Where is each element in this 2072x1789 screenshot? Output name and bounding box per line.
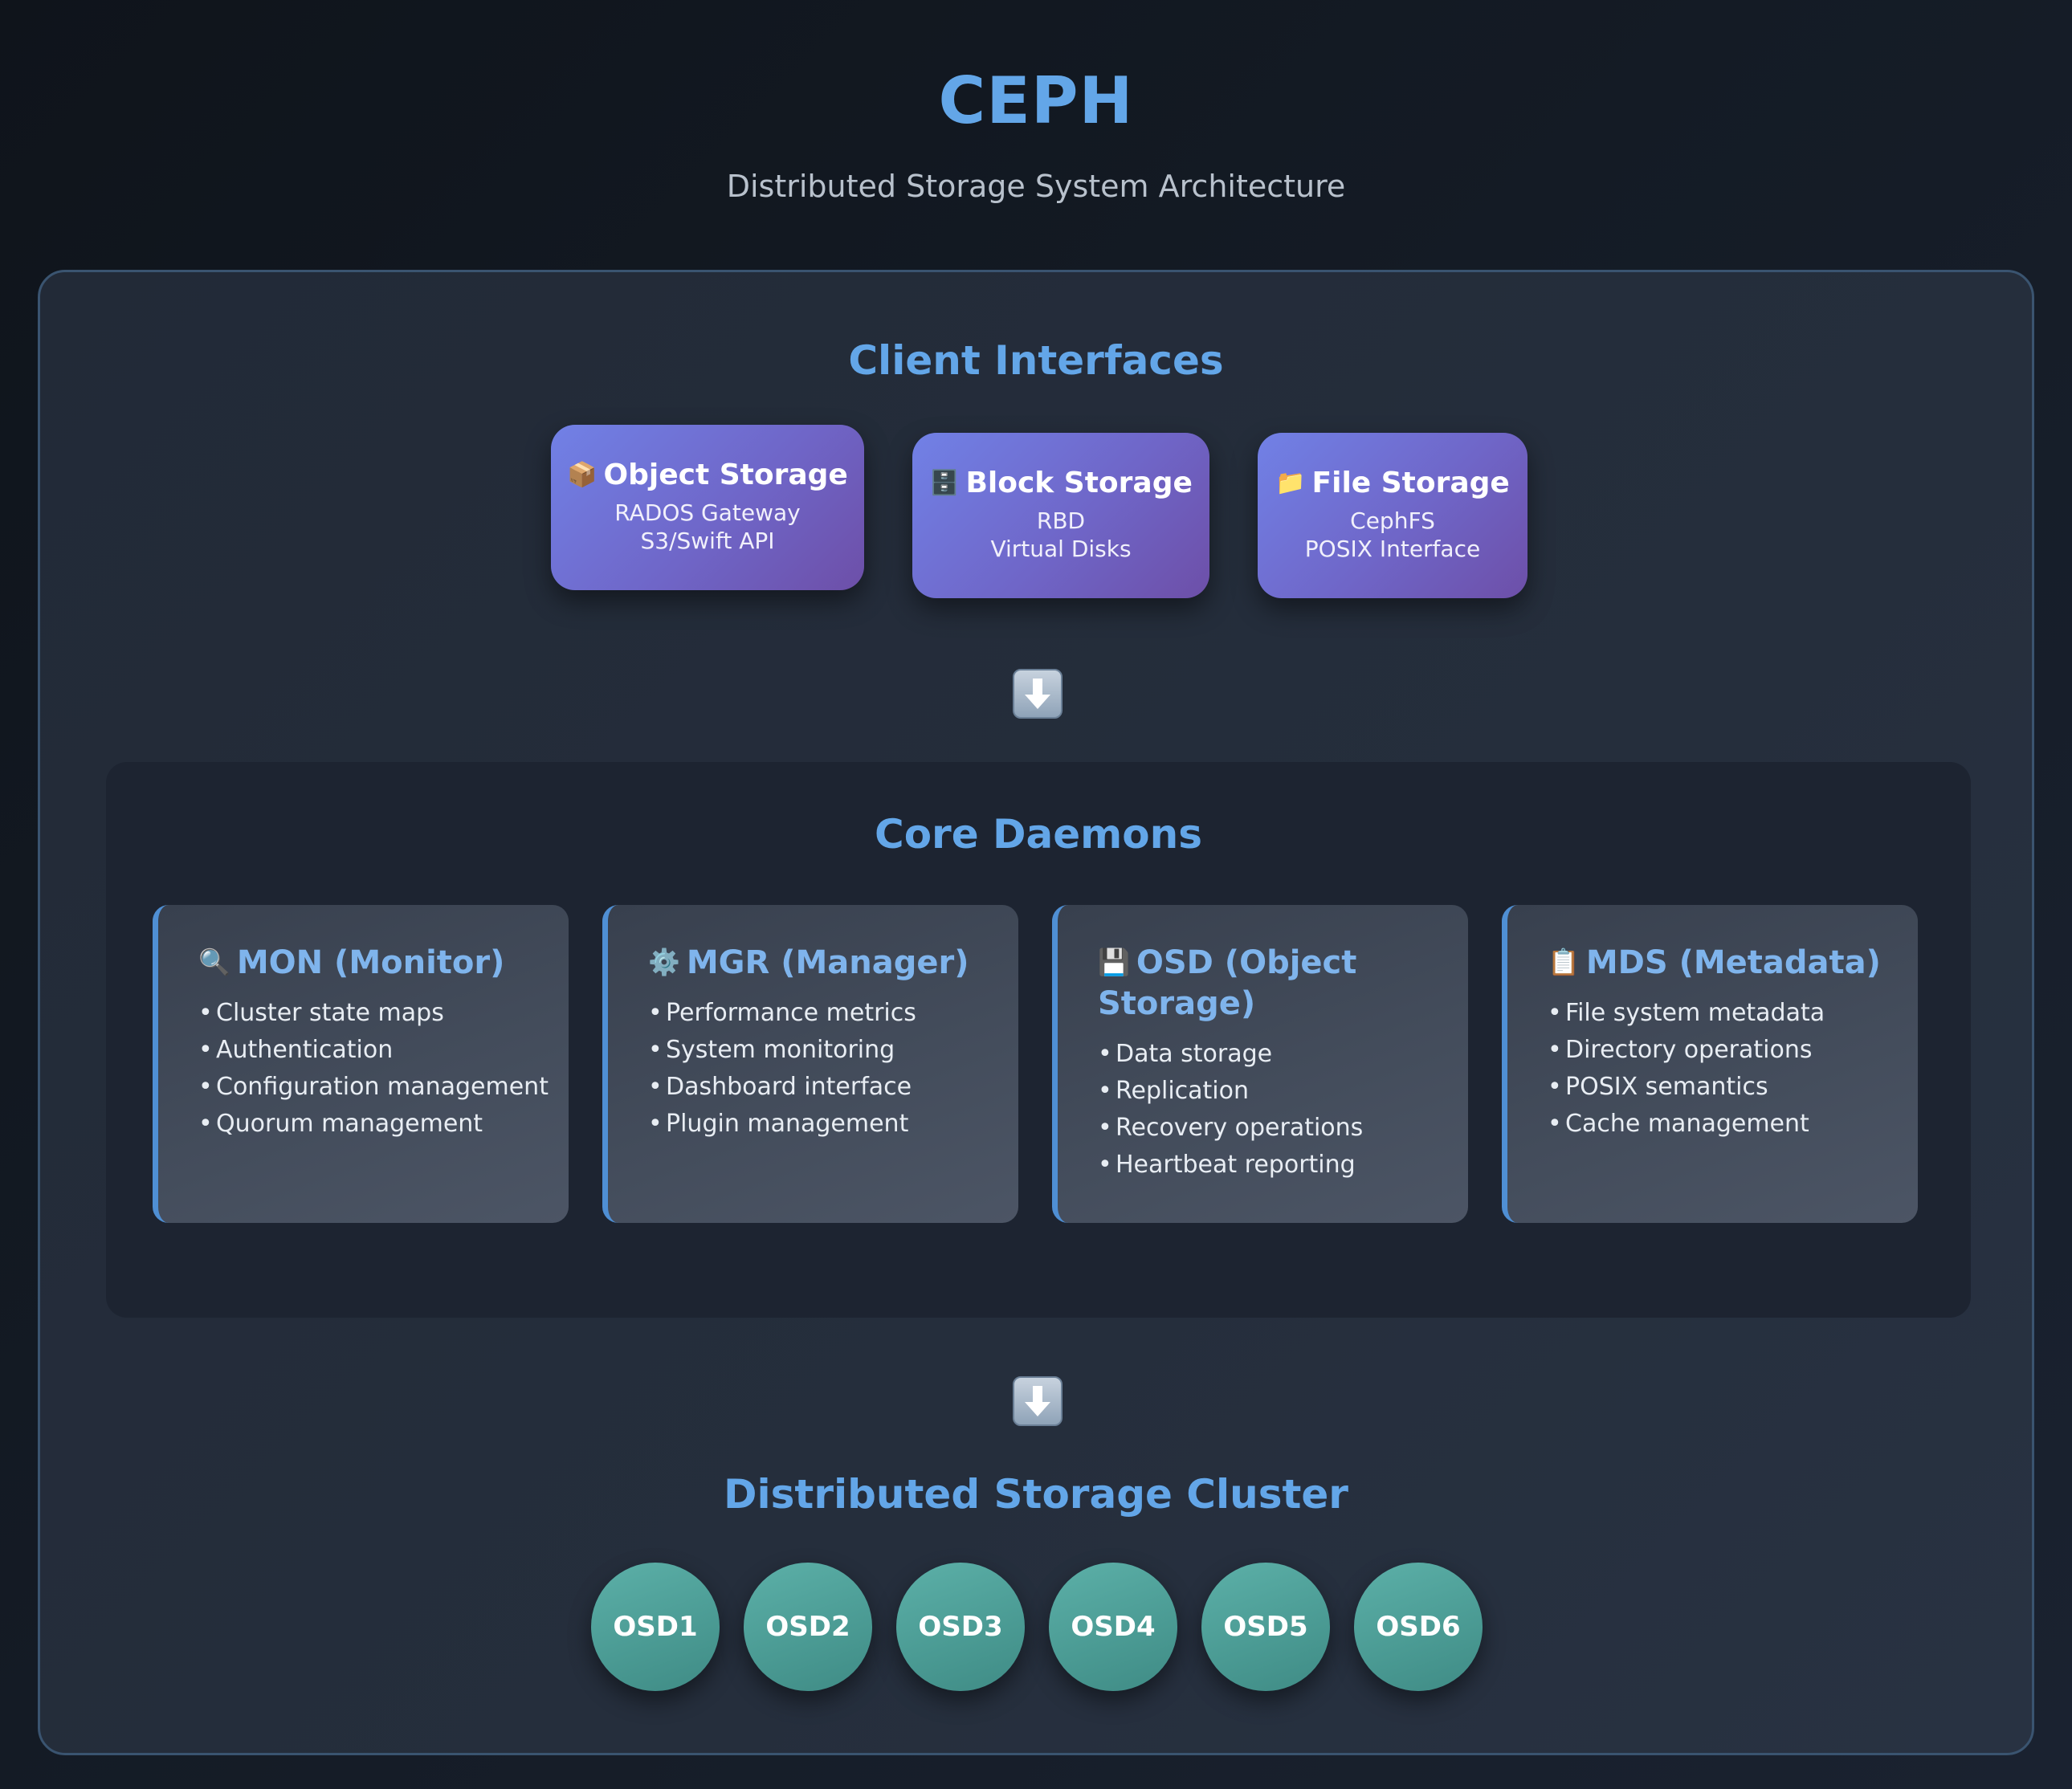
list-item: •Performance metrics [648, 999, 916, 1027]
block-storage-title-text: Block Storage [965, 467, 1193, 499]
core-daemons-panel: Core Daemons 🔍MON (Monitor) •Cluster sta… [106, 762, 1971, 1318]
list-item: •Dashboard interface [648, 1073, 912, 1101]
daemon-title-mds-text: MDS (Metadata) [1585, 944, 1881, 981]
file-storage-line-2: POSIX Interface [1304, 536, 1481, 562]
list-item: •Cache management [1548, 1110, 1809, 1138]
down-arrow-icon [1013, 669, 1063, 719]
architecture-panel: Client Interfaces 📦Object Storage RADOS … [38, 270, 2034, 1755]
file-cabinet-icon: 🗄️ [929, 469, 960, 497]
storage-cluster-title: Distributed Storage Cluster [724, 1471, 1348, 1518]
file-storage-line-1: CephFS [1350, 507, 1435, 534]
osd-node-4[interactable]: OSD4 [1049, 1563, 1177, 1691]
daemon-title-osd-line1: OSD (Object [1136, 944, 1357, 981]
osd-node-1[interactable]: OSD1 [591, 1563, 720, 1691]
page-subtitle: Distributed Storage System Architecture [726, 169, 1346, 204]
package-icon: 📦 [567, 461, 598, 489]
list-item: •Replication [1098, 1077, 1250, 1105]
daemon-title-osd-line2: Storage) [1098, 985, 1256, 1022]
clipboard-icon: 📋 [1548, 947, 1580, 977]
osd-node-6[interactable]: OSD6 [1354, 1563, 1483, 1691]
file-storage-title-text: File Storage [1311, 467, 1510, 499]
list-item: •Heartbeat reporting [1098, 1151, 1356, 1179]
object-storage-card[interactable]: 📦Object Storage RADOS Gateway S3/Swift A… [551, 425, 864, 590]
daemon-card-mon[interactable]: 🔍MON (Monitor) •Cluster state maps •Auth… [153, 905, 569, 1223]
block-storage-line-1: RBD [1036, 507, 1086, 534]
list-item: •Configuration management [198, 1073, 549, 1101]
file-storage-card[interactable]: 📁File Storage CephFS POSIX Interface [1258, 433, 1527, 598]
daemon-title-mgr: ⚙️MGR (Manager) [648, 942, 986, 984]
daemon-title-mds: 📋MDS (Metadata) [1548, 942, 1886, 984]
object-storage-line-2: S3/Swift API [640, 528, 775, 554]
down-arrow-glyph [1025, 679, 1050, 709]
daemon-list-osd: •Data storage •Replication •Recovery ope… [1098, 1036, 1436, 1184]
list-item: •Recovery operations [1098, 1114, 1364, 1142]
down-arrow-icon [1013, 1376, 1063, 1426]
daemon-card-mds[interactable]: 📋MDS (Metadata) •File system metadata •D… [1502, 905, 1918, 1223]
osd-node-5[interactable]: OSD5 [1201, 1563, 1330, 1691]
object-storage-card-title: 📦Object Storage [551, 457, 864, 494]
list-item: •System monitoring [648, 1036, 895, 1064]
list-item: •Quorum management [198, 1110, 483, 1138]
osd-node-3[interactable]: OSD3 [896, 1563, 1025, 1691]
daemon-title-mgr-text: MGR (Manager) [686, 944, 969, 981]
object-storage-title-text: Object Storage [603, 458, 848, 491]
daemon-list-mon: •Cluster state maps •Authentication •Con… [198, 995, 549, 1143]
folder-icon: 📁 [1275, 469, 1306, 497]
page-header: CEPH [0, 0, 2072, 141]
client-interfaces-title: Client Interfaces [848, 337, 1224, 384]
down-arrow-glyph [1025, 1386, 1050, 1416]
page-title: CEPH [938, 63, 1134, 138]
daemon-list-mds: •File system metadata •Directory operati… [1548, 995, 1886, 1143]
gear-icon: ⚙️ [648, 947, 680, 977]
daemon-title-mon: 🔍MON (Monitor) [198, 942, 536, 984]
daemon-card-mgr[interactable]: ⚙️MGR (Manager) •Performance metrics •Sy… [602, 905, 1018, 1223]
list-item: •Authentication [198, 1036, 394, 1064]
file-storage-card-title: 📁File Storage [1258, 465, 1527, 502]
list-item: •Cluster state maps [198, 999, 444, 1027]
osd-node-2[interactable]: OSD2 [744, 1563, 872, 1691]
object-storage-line-1: RADOS Gateway [614, 499, 801, 526]
block-storage-card-title: 🗄️Block Storage [912, 465, 1209, 502]
floppy-disk-icon: 💾 [1098, 947, 1130, 977]
list-item: •POSIX semantics [1548, 1073, 1768, 1101]
core-daemons-title: Core Daemons [875, 811, 1202, 858]
block-storage-card[interactable]: 🗄️Block Storage RBD Virtual Disks [912, 433, 1209, 598]
daemon-title-mon-text: MON (Monitor) [236, 944, 505, 981]
list-item: •Plugin management [648, 1110, 909, 1138]
magnifier-icon: 🔍 [198, 947, 230, 977]
list-item: •Directory operations [1548, 1036, 1813, 1064]
list-item: •Data storage [1098, 1040, 1273, 1068]
daemon-list-mgr: •Performance metrics •System monitoring … [648, 995, 986, 1143]
block-storage-line-2: Virtual Disks [990, 536, 1132, 562]
list-item: •File system metadata [1548, 999, 1825, 1027]
